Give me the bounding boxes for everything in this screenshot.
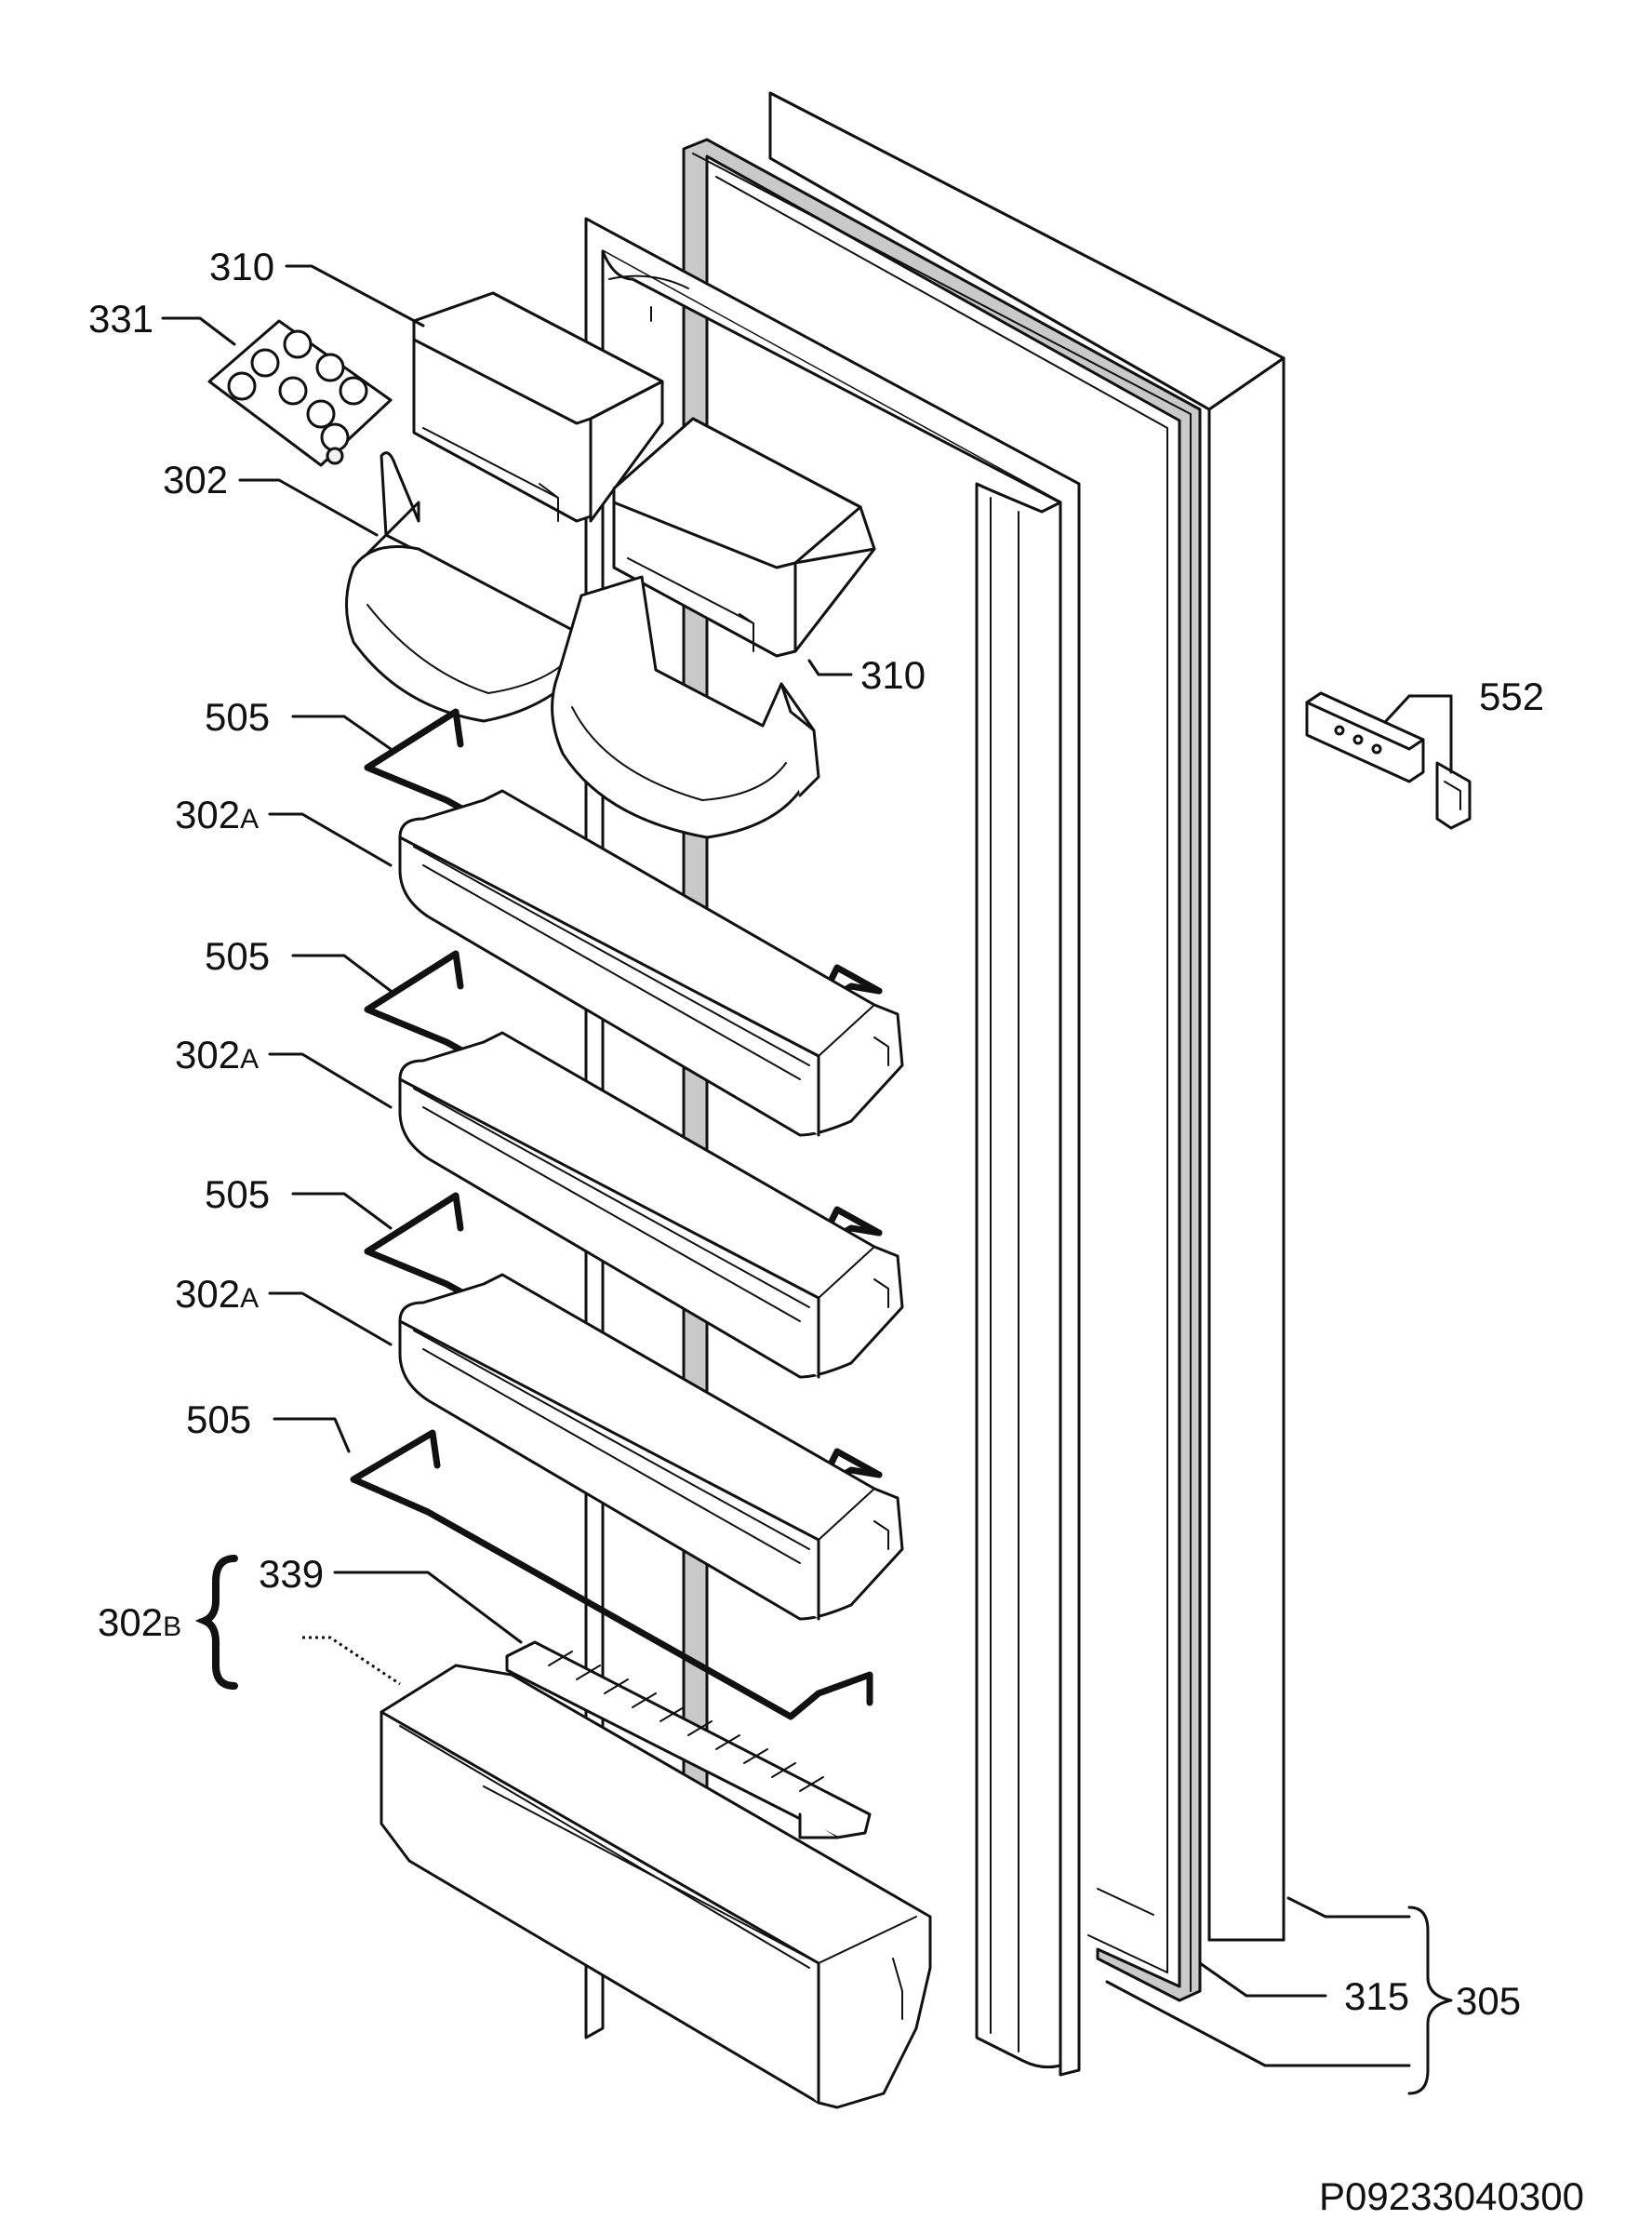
label-310-bottom: 310 bbox=[860, 653, 926, 697]
dairy-cover-left bbox=[412, 291, 664, 523]
label-505-3: 505 bbox=[205, 1172, 270, 1216]
egg-tray bbox=[207, 319, 393, 467]
door-shelf-302A-3 bbox=[398, 1273, 904, 1621]
label-305: 305 bbox=[1456, 1979, 1521, 2023]
label-302A-2: 302A bbox=[175, 1033, 259, 1076]
leader-lines bbox=[161, 264, 1453, 2067]
bottle-retainer-339 bbox=[505, 1640, 872, 1839]
label-315: 315 bbox=[1344, 1974, 1409, 2018]
label-505-2: 505 bbox=[205, 934, 270, 978]
brace-302B bbox=[194, 1555, 238, 1690]
large-door-bin-302B bbox=[380, 1664, 932, 2109]
door-shelf-302A-2 bbox=[398, 1031, 904, 1379]
door-shelf-302A-1 bbox=[398, 789, 904, 1137]
label-339: 339 bbox=[259, 1552, 324, 1596]
hinge-bracket-552 bbox=[1305, 691, 1472, 830]
label-331: 331 bbox=[88, 297, 153, 341]
label-302B: 302B bbox=[98, 1600, 181, 1644]
drawing-code: P09233040300 bbox=[1319, 2174, 1584, 2218]
bottle-guard-rail-4 bbox=[350, 1429, 873, 1720]
label-505-4: 505 bbox=[186, 1397, 251, 1441]
brace-305 bbox=[1407, 1905, 1453, 2095]
outer-door-panel bbox=[768, 91, 1286, 1942]
label-302: 302 bbox=[163, 458, 228, 501]
label-310-top: 310 bbox=[209, 245, 274, 288]
label-302A-3: 302A bbox=[175, 1272, 259, 1316]
small-door-shelf-left bbox=[345, 451, 597, 723]
label-302A-1: 302A bbox=[175, 793, 259, 836]
label-505-1: 505 bbox=[205, 695, 270, 739]
inner-door-liner bbox=[584, 217, 1081, 2077]
small-door-shelf-right bbox=[551, 575, 820, 839]
label-552: 552 bbox=[1479, 675, 1544, 718]
dairy-cover-right bbox=[612, 417, 876, 658]
